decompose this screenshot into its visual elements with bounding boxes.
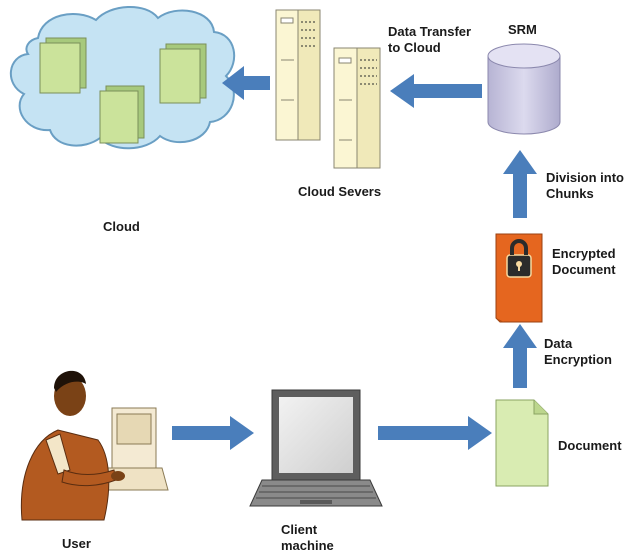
cloud-document-icon: [99, 85, 145, 144]
cloud-document-icon: [39, 37, 87, 94]
database-cylinder-icon: [487, 43, 561, 135]
arrow-user-to-client: [172, 416, 254, 450]
arrow-encryption-to-encrypted: [503, 324, 537, 388]
label-document: Document: [558, 438, 622, 453]
server-icon: [333, 47, 381, 169]
label-user: User: [62, 536, 91, 551]
lock-document-icon: [495, 233, 543, 323]
label-encrypted-document: Encrypted Document: [552, 246, 616, 277]
arrow-chunks-to-srm: [503, 150, 537, 218]
laptop-icon: [249, 389, 383, 507]
cloud-icon: [9, 5, 235, 150]
label-data-transfer: Data Transfer to Cloud: [388, 24, 472, 55]
document-icon: [495, 399, 549, 487]
label-cloud: Cloud: [103, 219, 140, 234]
label-division-into-chunks: Division into Chunks: [546, 170, 624, 201]
cloud-document-icon: [159, 43, 207, 104]
label-cloud-servers: Cloud Severs: [298, 184, 382, 199]
arrow-srm-to-servers: [390, 74, 482, 108]
label-srm: SRM: [508, 22, 537, 37]
server-icon: [275, 9, 321, 141]
arrow-servers-to-cloud: [222, 66, 270, 100]
user-at-computer-icon: [20, 370, 169, 521]
label-client-machine: Client machine: [281, 522, 334, 553]
label-data-encryption: Data Encryption: [544, 336, 612, 367]
lock-icon: [506, 239, 532, 278]
arrow-client-to-document: [378, 416, 492, 450]
